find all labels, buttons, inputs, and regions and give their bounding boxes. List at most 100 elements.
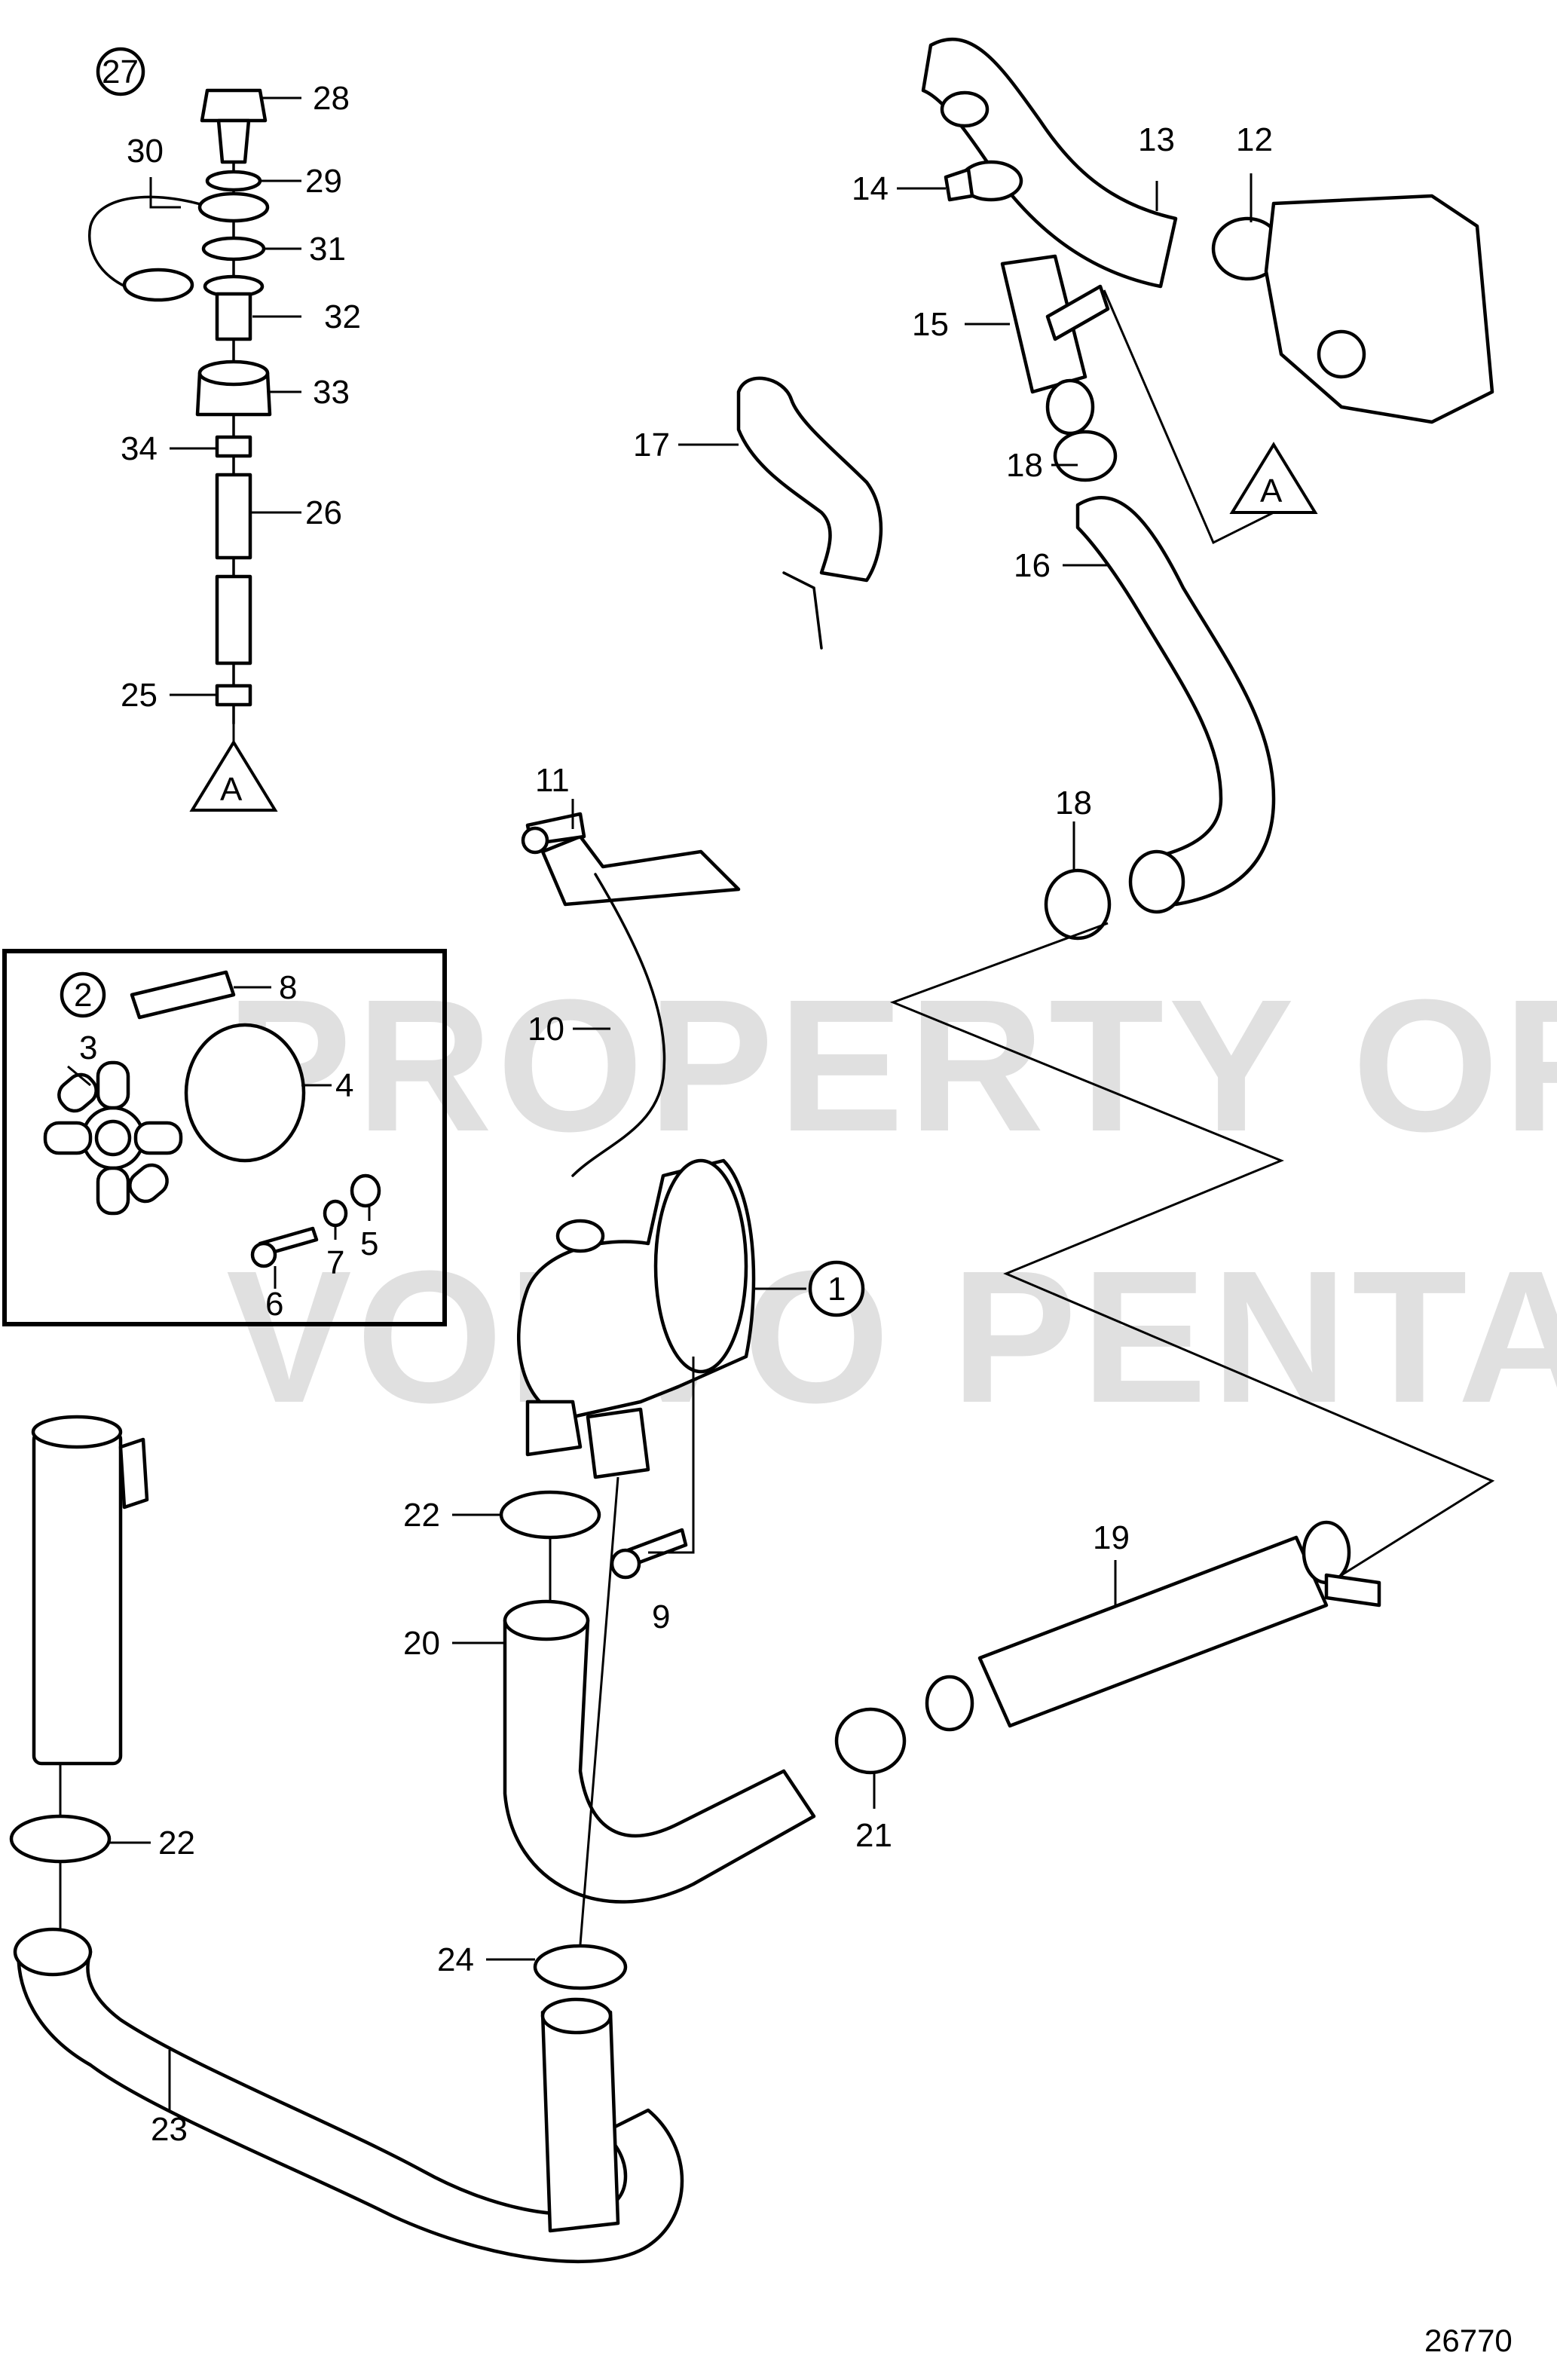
callout-20: 20 [403, 1625, 440, 1662]
callout-16: 16 [1014, 547, 1051, 584]
callout-2: 2 [74, 977, 92, 1014]
hose-clamp-22-filter [9, 1814, 112, 1864]
cover-gasket-8 [130, 970, 236, 1020]
coolant-hose-23 [17, 1942, 684, 2264]
lower-hose-assembly [9, 1415, 1381, 2264]
pump-outlet-right [586, 1407, 650, 1479]
callout-9: 9 [652, 1598, 670, 1635]
hose-clamp-34 [215, 435, 252, 458]
hose-16-end [1128, 849, 1185, 914]
impeller [43, 1060, 183, 1216]
pump-flange [653, 1158, 748, 1374]
hose-23-end [13, 1927, 93, 1977]
callout-19: 19 [1093, 1519, 1130, 1556]
watermark: PROPERTY OF VOLVO PENTA [226, 960, 1557, 1442]
cooling-pipe-10 [571, 873, 666, 1177]
drain-hose-lower [215, 574, 252, 665]
hose-18-end [1045, 378, 1095, 436]
callout-3: 3 [79, 1029, 97, 1066]
callout-24: 24 [437, 1941, 474, 1978]
connection-marker-a-left [189, 739, 278, 812]
coolant-hose-20 [503, 1618, 816, 1904]
drain-plug-thread [216, 118, 251, 164]
callout-circle-1 [808, 1260, 865, 1317]
heat-exchanger-19-inlet [925, 1675, 974, 1732]
callout-18-upper: 18 [1006, 447, 1043, 484]
connection-marker-a-left-label: A [220, 771, 243, 808]
callout-23: 23 [151, 2111, 188, 2148]
callout-12: 12 [1236, 121, 1273, 158]
hose-clamp-14-screw [944, 167, 974, 202]
callout-13: 13 [1138, 121, 1175, 158]
hose-clamp-24 [533, 1944, 628, 1990]
callout-circle-27 [96, 47, 145, 96]
callout-17: 17 [633, 427, 670, 463]
impeller-kit-box: 2 [2, 949, 447, 1326]
coolant-hose-13 [921, 37, 1178, 289]
callout-22-filter: 22 [158, 1825, 195, 1861]
callout-10: 10 [528, 1011, 564, 1048]
watermark-line-1: PROPERTY OF [226, 960, 1557, 1170]
callout-34: 34 [121, 430, 158, 467]
watermark-line-2: VOLVO PENTA [226, 1231, 1557, 1442]
callout-circle-2 [60, 971, 106, 1018]
illustration-reference-number: 26770 [1424, 2323, 1513, 2358]
callout-32: 32 [324, 298, 361, 335]
screw-9-head [610, 1548, 641, 1580]
strap-eyelet [197, 191, 270, 223]
hose-clamp-25 [215, 684, 252, 707]
callout-11: 11 [535, 762, 570, 799]
pump-inlet-port [555, 1219, 605, 1253]
coolant-hose-16 [1075, 496, 1276, 907]
strap-tab [782, 571, 823, 650]
callout-14: 14 [852, 170, 889, 207]
filter-canister-valve [118, 1437, 149, 1510]
callout-8: 8 [279, 969, 297, 1006]
hose-strap-17 [736, 376, 883, 583]
callout-18-lower: 18 [1055, 785, 1092, 821]
callout-30: 30 [127, 133, 164, 170]
hose-20-end [503, 1599, 590, 1641]
o-ring-4 [184, 1023, 306, 1163]
washer-31 [201, 236, 266, 262]
callout-25: 25 [121, 677, 158, 714]
callout-26: 26 [305, 494, 342, 531]
drain-kit-assembly: A [88, 88, 278, 812]
callout-4: 4 [335, 1067, 353, 1104]
callout-28: 28 [313, 80, 350, 117]
bolt-11-head [521, 826, 549, 855]
callout-22-pump: 22 [403, 1497, 440, 1534]
coolant-hose-24-riser [540, 2010, 620, 2233]
callout-29: 29 [305, 163, 342, 200]
filter-canister [32, 1430, 123, 1766]
impeller-kit-frame [2, 949, 447, 1326]
callout-1: 1 [827, 1271, 846, 1308]
leader-lines [59, 96, 1253, 2110]
callout-21: 21 [855, 1817, 892, 1854]
connection-marker-a-right-label: A [1260, 473, 1283, 509]
hose-24-riser-end [540, 1997, 613, 2035]
sea-water-pump [517, 812, 756, 1580]
tee-piece-15 [1000, 254, 1087, 394]
callout-5: 5 [360, 1225, 378, 1262]
o-ring-5 [350, 1173, 381, 1208]
screw-6-head [250, 1241, 277, 1268]
heat-exchanger-19 [977, 1535, 1329, 1728]
bracket-bore [1317, 329, 1366, 379]
washer-7 [323, 1199, 348, 1228]
callout-15: 15 [912, 306, 949, 343]
hose-routing-line [889, 922, 1495, 1577]
callout-numbers: 27 28 30 29 31 32 33 34 26 25 8 3 4 5 7 … [79, 47, 1273, 2148]
filter-canister-cap [31, 1415, 123, 1449]
callout-6: 6 [265, 1286, 283, 1323]
strap-ring [122, 268, 194, 302]
callout-7: 7 [326, 1244, 344, 1281]
drain-hose-upper [215, 473, 252, 560]
engine-bracket [1264, 194, 1494, 424]
pump-outlet-left [525, 1400, 583, 1457]
pipe-bracket-10-top [540, 834, 741, 907]
marker-a-leader [1103, 289, 1274, 545]
hose-clamp-22-pump [499, 1490, 601, 1540]
callout-27: 27 [102, 54, 139, 90]
callout-33: 33 [313, 374, 350, 411]
